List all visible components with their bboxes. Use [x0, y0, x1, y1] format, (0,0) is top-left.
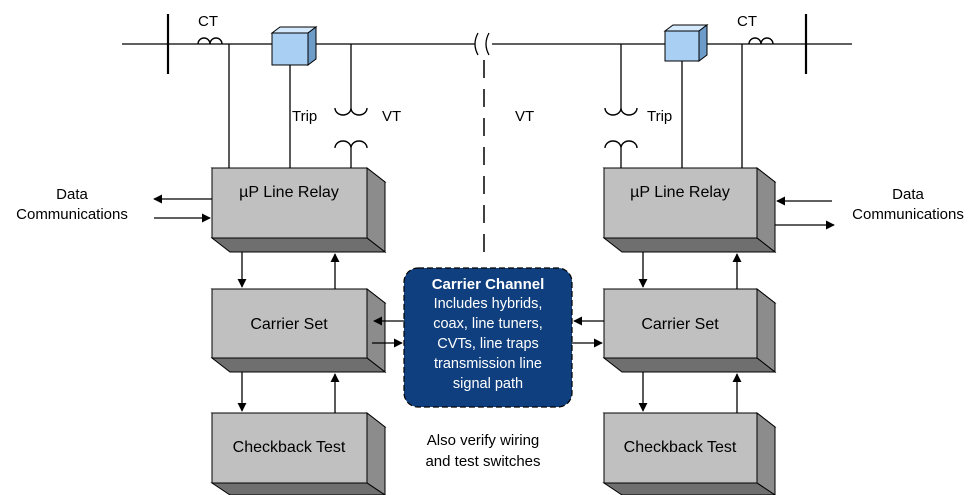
trip-left-label: Trip	[292, 108, 317, 125]
carrier-left-block	[210, 287, 387, 374]
data-comm-left-arrows	[153, 194, 212, 223]
check-left-block	[210, 411, 387, 495]
relay-right-block	[602, 166, 777, 254]
carrier-left-label: Carrier Set	[250, 316, 328, 333]
trip-right-label: Trip	[647, 108, 672, 125]
data-right-label-2: Communications	[852, 206, 964, 223]
ct-right-label: CT	[737, 13, 757, 30]
vt-right-symbol	[604, 107, 638, 149]
verify-note-line-2: and test switches	[425, 453, 540, 470]
vt-left-label: VT	[382, 108, 401, 125]
data-comm-right-arrows	[775, 196, 835, 230]
channel-arrows	[372, 316, 604, 348]
data-right-label-1: Data	[892, 186, 924, 203]
breaker-left	[270, 26, 318, 66]
left-vertical-arrows	[237, 252, 340, 413]
check-right-label: Checkback Test	[624, 439, 737, 456]
check-left-label: Checkback Test	[233, 439, 346, 456]
carrier-channel-line-2: coax, line tuners,	[433, 316, 543, 332]
right-wiring	[620, 44, 743, 168]
vt-center-label: VT	[515, 108, 534, 125]
data-left-label-2: Communications	[16, 206, 128, 223]
carrier-channel-title: Carrier Channel	[432, 276, 545, 293]
carrier-channel-line-3: CVTs, line traps	[437, 336, 539, 352]
ct-left-coil	[197, 37, 223, 45]
vt-left-symbol	[334, 107, 368, 149]
data-left-label-1: Data	[56, 186, 88, 203]
left-wiring	[228, 44, 352, 168]
right-vertical-arrows	[638, 252, 742, 413]
breaker-right	[663, 24, 709, 62]
relay-left-label: µP Line Relay	[239, 184, 339, 201]
carrier-channel-box	[403, 267, 573, 408]
carrier-channel-line-1: Includes hybrids,	[434, 296, 543, 312]
relay-right-label: µP Line Relay	[630, 184, 730, 201]
ct-right-coil	[748, 37, 774, 45]
relay-left-block	[210, 166, 387, 254]
check-right-block	[602, 411, 777, 495]
carrier-right-label: Carrier Set	[641, 316, 719, 333]
carrier-channel-line-5: signal path	[453, 376, 523, 392]
carrier-channel-line-4: transmission line	[434, 356, 542, 372]
verify-note-line-1: Also verify wiring	[427, 432, 540, 449]
ct-left-label: CT	[198, 13, 218, 30]
carrier-right-block	[602, 287, 777, 374]
